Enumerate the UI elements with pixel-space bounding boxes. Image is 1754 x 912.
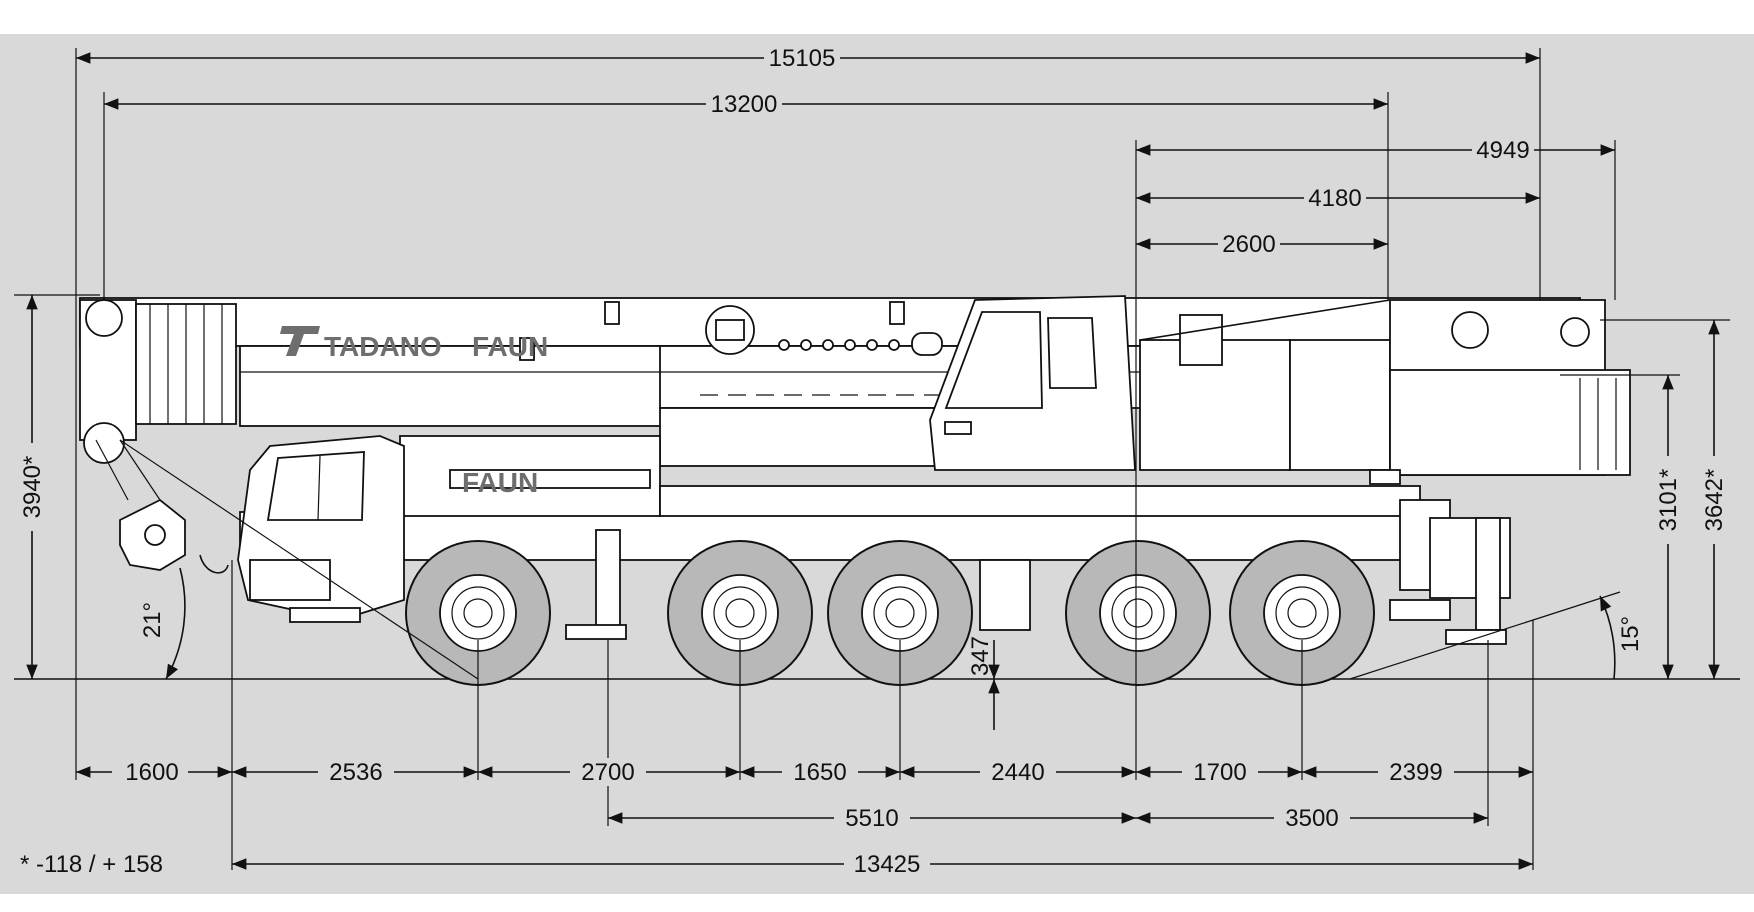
- wheels: [405, 540, 1375, 686]
- wheel-3: [827, 540, 973, 686]
- dim-bottom-5: 2440: [991, 759, 1044, 786]
- brand-logo: TADANO FAUN: [280, 326, 548, 362]
- dim-outrigger-front: 5510: [845, 805, 898, 832]
- wheel-1: [405, 540, 551, 686]
- dim-bottom-1: 1600: [125, 759, 178, 786]
- wheel-5: [1229, 540, 1375, 686]
- tadano-logo-mark: [280, 326, 320, 356]
- dim-2600: 2600: [1222, 231, 1275, 258]
- chassis: [239, 435, 1511, 645]
- dim-4949: 4949: [1476, 137, 1529, 164]
- dim-height-3101: 3101*: [1655, 469, 1682, 532]
- dim-height-total: 3940*: [19, 456, 46, 519]
- dim-ground-clearance: 347: [967, 636, 994, 676]
- dim-boom-length: 13200: [711, 91, 778, 118]
- wheel-2: [667, 540, 813, 686]
- dim-4180: 4180: [1308, 185, 1361, 212]
- crane-operator-cab: [929, 295, 1136, 471]
- dim-bottom-3: 2700: [581, 759, 634, 786]
- brand-name-right: FAUN: [472, 331, 548, 362]
- dim-chassis-length: 13425: [854, 851, 921, 878]
- dimension-labels: 15105 13200 4949 4180 2600 1600 2536 270…: [16, 44, 1728, 878]
- angle-rear: 15°: [1617, 616, 1644, 652]
- footnote: * -118 / + 158: [20, 851, 163, 878]
- carrier-cab: FAUN: [237, 435, 538, 623]
- brand-name-left: TADANO: [324, 331, 442, 362]
- dim-height-3642: 3642*: [1701, 469, 1728, 532]
- cab-badge-label: FAUN: [462, 467, 538, 498]
- angle-front: 21°: [139, 602, 166, 638]
- dim-bottom-6: 1700: [1193, 759, 1246, 786]
- dim-overall-length: 15105: [769, 45, 836, 72]
- boom: [79, 297, 1581, 467]
- dim-bottom-2: 2536: [329, 759, 382, 786]
- superstructure: [1139, 299, 1631, 485]
- dim-outrigger-rear: 3500: [1285, 805, 1338, 832]
- hook-block: [95, 439, 229, 574]
- dim-bottom-4: 1650: [793, 759, 846, 786]
- crane-vehicle: FAUN: [14, 295, 1740, 686]
- dim-bottom-7: 2399: [1389, 759, 1442, 786]
- wheel-4: [1065, 540, 1211, 686]
